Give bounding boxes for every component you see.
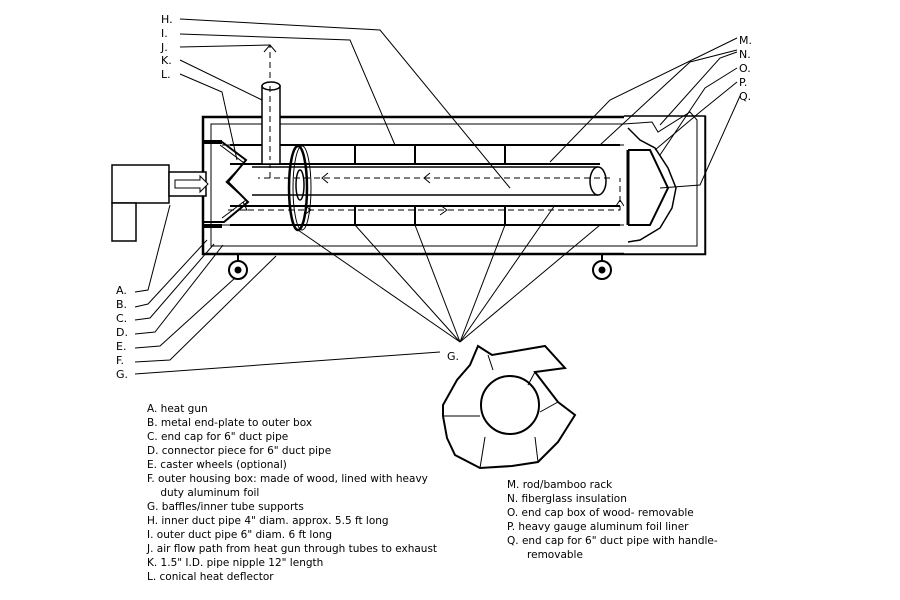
legend-left-item: duty aluminum foil	[147, 487, 259, 499]
callout-h: H.	[161, 13, 173, 26]
callout-j: J.	[160, 41, 168, 54]
legend-right-item: M. rod/bamboo rack	[507, 479, 613, 491]
air-flow-path	[228, 45, 621, 211]
legend-left-item: I. outer duct pipe 6" diam. 6 ft long	[147, 529, 332, 541]
legend-left-item: G. baffles/inner tube supports	[147, 501, 304, 513]
callout-d: D.	[116, 326, 128, 339]
callout-f: F.	[116, 354, 124, 367]
legend-left-item: L. conical heat deflector	[147, 571, 274, 583]
legend-left-item: D. connector piece for 6" duct pipe	[147, 445, 331, 457]
callout-q: Q.	[739, 90, 751, 103]
callout-c: C.	[116, 312, 127, 325]
legend-left-item: E. caster wheels (optional)	[147, 459, 287, 471]
legend-left-item: C. end cap for 6" duct pipe	[147, 431, 288, 443]
aluminum-foil-liner	[627, 127, 677, 243]
callout-e: E.	[116, 340, 126, 353]
legend-right-item: N. fiberglass insulation	[507, 493, 627, 505]
callout-baffle-g: G.	[447, 350, 459, 363]
legend-right: M. rod/bamboo rack N. fiberglass insulat…	[507, 479, 718, 561]
legend-left: A. heat gun B. metal end-plate to outer …	[146, 403, 437, 583]
callout-m: M.	[739, 34, 752, 47]
heat-gun	[111, 164, 209, 242]
baffles	[287, 144, 312, 232]
legend-right-item: removable	[507, 549, 583, 561]
callout-o: O.	[739, 62, 751, 75]
leader-lines	[134, 18, 741, 375]
callout-n: N.	[739, 48, 751, 61]
legend-left-item: H. inner duct pipe 4" diam. approx. 5.5 …	[147, 515, 389, 527]
callouts-left: H. I. J. K. L. A. B. C. D. E. F. G.	[116, 13, 173, 381]
legend-left-item: K. 1.5" I.D. pipe nipple 12" length	[147, 557, 323, 569]
legend-left-item: A. heat gun	[147, 403, 208, 415]
legend-left-item: J. air flow path from heat gun through t…	[146, 543, 437, 555]
legend-right-item: O. end cap box of wood- removable	[507, 507, 694, 519]
legend-left-item: F. outer housing box: made of wood, line…	[147, 473, 428, 485]
legend-left-item: B. metal end-plate to outer box	[147, 417, 312, 429]
legend-right-item: P. heavy gauge aluminum foil liner	[507, 521, 689, 533]
callout-p: P.	[739, 76, 747, 89]
callout-l: L.	[161, 68, 171, 81]
duct-end-cap	[626, 149, 670, 226]
callout-a: A.	[116, 284, 127, 297]
caster-wheels	[228, 254, 612, 280]
callout-i: I.	[161, 27, 168, 40]
baffle-detail	[442, 344, 577, 470]
callout-g: G.	[116, 368, 128, 381]
metal-end-plate	[203, 140, 222, 228]
callout-b: B.	[116, 298, 127, 311]
callout-k: K.	[161, 54, 172, 67]
pipe-nipple	[261, 81, 281, 165]
callouts-right: M. N. O. P. Q.	[739, 34, 752, 103]
outer-duct-pipe	[222, 144, 625, 226]
end-cap-box	[623, 111, 706, 255]
legend-right-item: Q. end cap for 6" duct pipe with handle-	[507, 535, 718, 547]
